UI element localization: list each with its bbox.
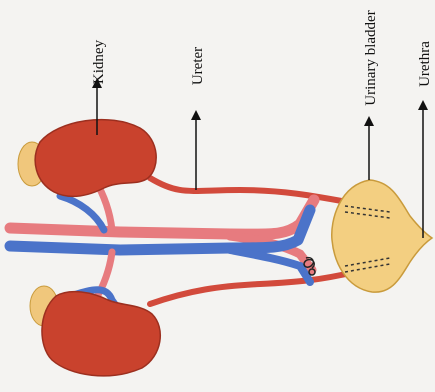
urinary-bladder [332,180,432,292]
urinary-bladder-pointer [364,116,374,180]
kidney-lower [42,292,160,376]
urethra-pointer [418,100,428,238]
ureter-lower [150,272,355,304]
urinary-bladder-label: Urinary bladder [363,10,379,105]
aorta [10,200,314,234]
kidney-label: Kidney [91,39,107,84]
ureter-label: Ureter [190,47,206,85]
urethra-label: Urethra [417,41,433,87]
ureter-upper [150,178,358,204]
kidney-upper [35,120,156,197]
ureter-pointer [191,110,201,190]
